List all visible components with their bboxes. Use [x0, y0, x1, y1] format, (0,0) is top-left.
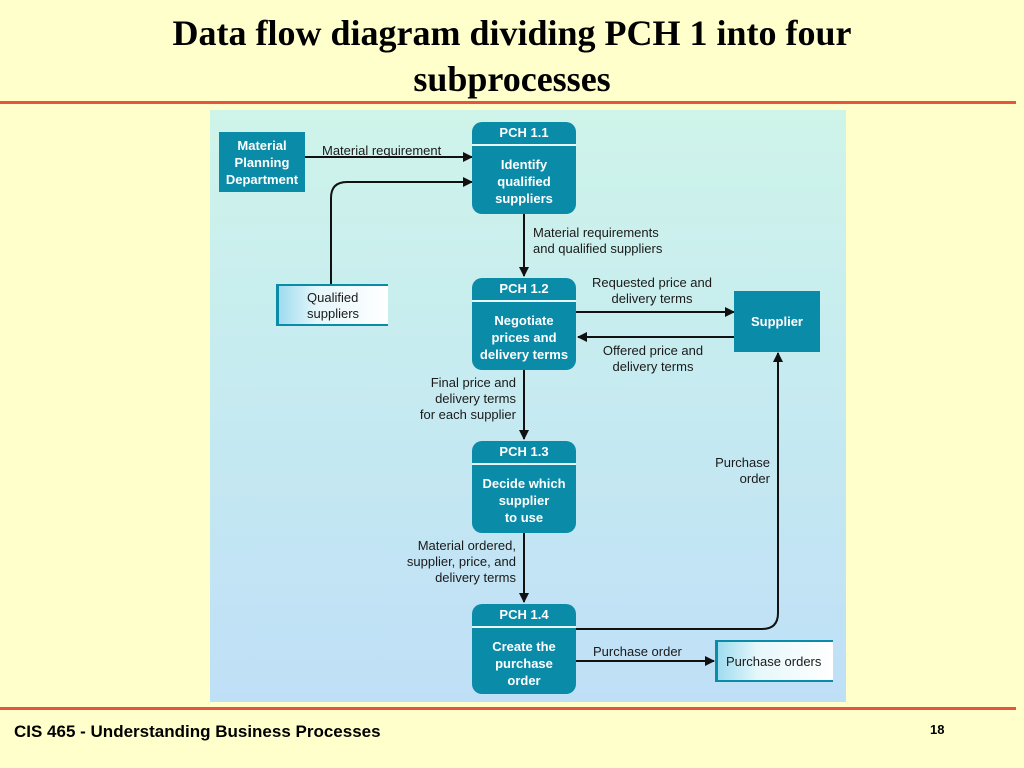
flow-label-offered-terms: Offered price and delivery terms	[602, 343, 704, 374]
process-id: PCH 1.1	[472, 122, 576, 146]
title-divider	[0, 101, 1016, 104]
entity-material-planning-department: Material Planning Department	[219, 132, 305, 192]
footer-divider	[0, 707, 1016, 710]
process-pch-1-1: PCH 1.1 Identify qualified suppliers	[472, 122, 576, 214]
flow-label-purchase-order-to-supplier: Purchase order	[715, 455, 770, 486]
data-flow-diagram: Material Planning Department Supplier PC…	[210, 110, 846, 702]
process-pch-1-3: PCH 1.3 Decide which supplier to use	[472, 441, 576, 533]
process-name: Negotiate prices and delivery terms	[479, 313, 569, 362]
flow-label-material-ordered: Material ordered, supplier, price, and d…	[406, 538, 516, 585]
flow-label-purchase-order-to-store: Purchase order	[593, 644, 682, 659]
flow-label-reqs-and-suppliers: Material requirements and qualified supp…	[533, 225, 663, 256]
flow-label-requested-terms: Requested price and delivery terms	[592, 275, 712, 306]
slide-title-line-1: Data flow diagram dividing PCH 1 into fo…	[172, 13, 852, 53]
flow-lines	[305, 152, 783, 666]
flow-label-material-requirement: Material requirement	[322, 143, 442, 158]
flow-label-final-terms: Final price and delivery terms for each …	[419, 375, 516, 422]
process-id: PCH 1.2	[472, 278, 576, 302]
store-purchase-orders: Purchase orders	[715, 640, 833, 682]
process-pch-1-2: PCH 1.2 Negotiate prices and delivery te…	[472, 278, 576, 370]
page-number: 18	[930, 722, 945, 737]
process-name: Create the purchase order	[492, 639, 556, 688]
process-id: PCH 1.3	[472, 441, 576, 465]
process-id: PCH 1.4	[472, 604, 576, 628]
flow-qualified-suppliers-line	[330, 177, 473, 284]
store-qualified-suppliers: Qualified suppliers	[276, 284, 388, 326]
slide-title: Data flow diagram dividing PCH 1 into fo…	[0, 10, 1024, 102]
process-name: Identify qualified suppliers	[495, 157, 553, 206]
process-pch-1-4: PCH 1.4 Create the purchase order	[472, 604, 576, 694]
slide-title-line-2: subprocesses	[413, 59, 611, 99]
footer-course-title: CIS 465 - Understanding Business Process…	[14, 722, 381, 741]
process-name: Decide which supplier to use	[482, 476, 566, 525]
flow-purchase-order-supplier-line	[576, 352, 783, 630]
entity-supplier: Supplier	[734, 291, 820, 352]
